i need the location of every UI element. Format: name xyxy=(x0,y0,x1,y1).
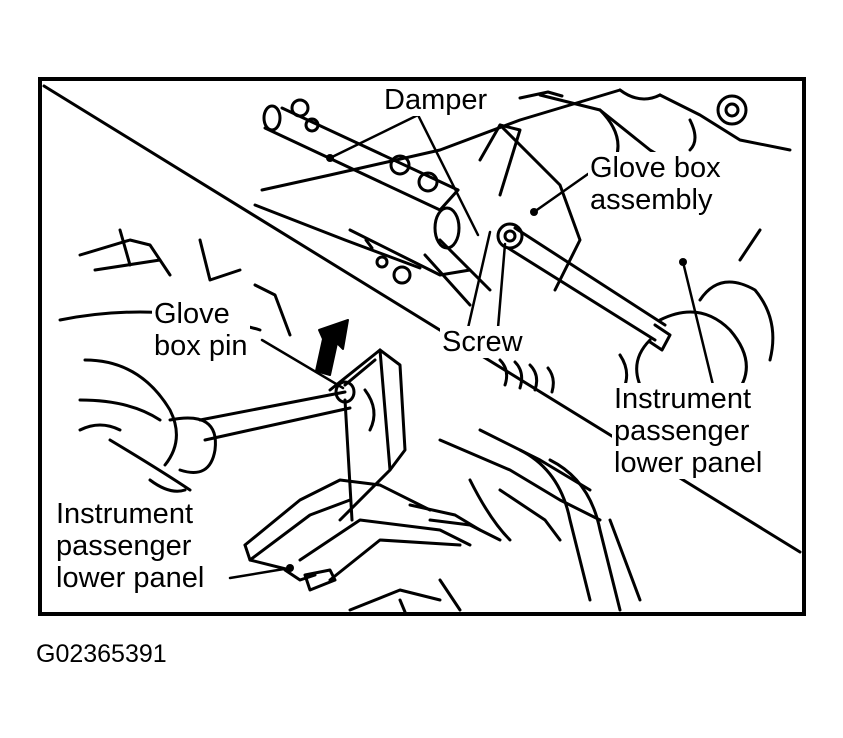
leader-instrument-right xyxy=(681,260,715,387)
leader-dot-instrument-left xyxy=(286,564,294,572)
leader-damper-1 xyxy=(328,113,420,160)
mount-bolts xyxy=(364,94,748,285)
leader-screw-2 xyxy=(496,242,507,330)
pull-direction-arrow xyxy=(315,319,349,376)
leader-instrument-left xyxy=(228,566,292,580)
leader-dot-glove-box-assembly xyxy=(530,208,538,216)
leader-dot-damper xyxy=(326,154,334,162)
label-damper: Damper xyxy=(382,84,490,116)
leader-lines xyxy=(228,113,715,580)
figure-frame xyxy=(38,77,806,616)
damper-cylinder xyxy=(262,98,461,250)
leader-dot-instrument-right xyxy=(679,258,687,266)
label-screw: Screw xyxy=(440,326,525,358)
leader-glove-box-assembly xyxy=(532,172,590,214)
label-glove-box-pin: Glove box pin xyxy=(152,298,250,362)
leader-screw-1 xyxy=(466,230,492,330)
leader-dots xyxy=(286,154,687,572)
screw-and-screwdriver xyxy=(496,222,672,352)
figure-id: G02365391 xyxy=(36,640,167,668)
label-instrument-passenger-lower-panel-left: Instrument passenger lower panel xyxy=(54,498,207,594)
leader-damper-2 xyxy=(416,113,480,237)
label-instrument-passenger-lower-panel-right: Instrument passenger lower panel xyxy=(612,383,765,479)
lower-panel-structure xyxy=(243,358,642,614)
leader-glove-box-pin xyxy=(260,338,345,390)
label-glove-box-assembly: Glove box assembly xyxy=(588,152,723,216)
left-hand xyxy=(78,358,217,493)
glove-box-pin-bracket xyxy=(328,348,407,522)
